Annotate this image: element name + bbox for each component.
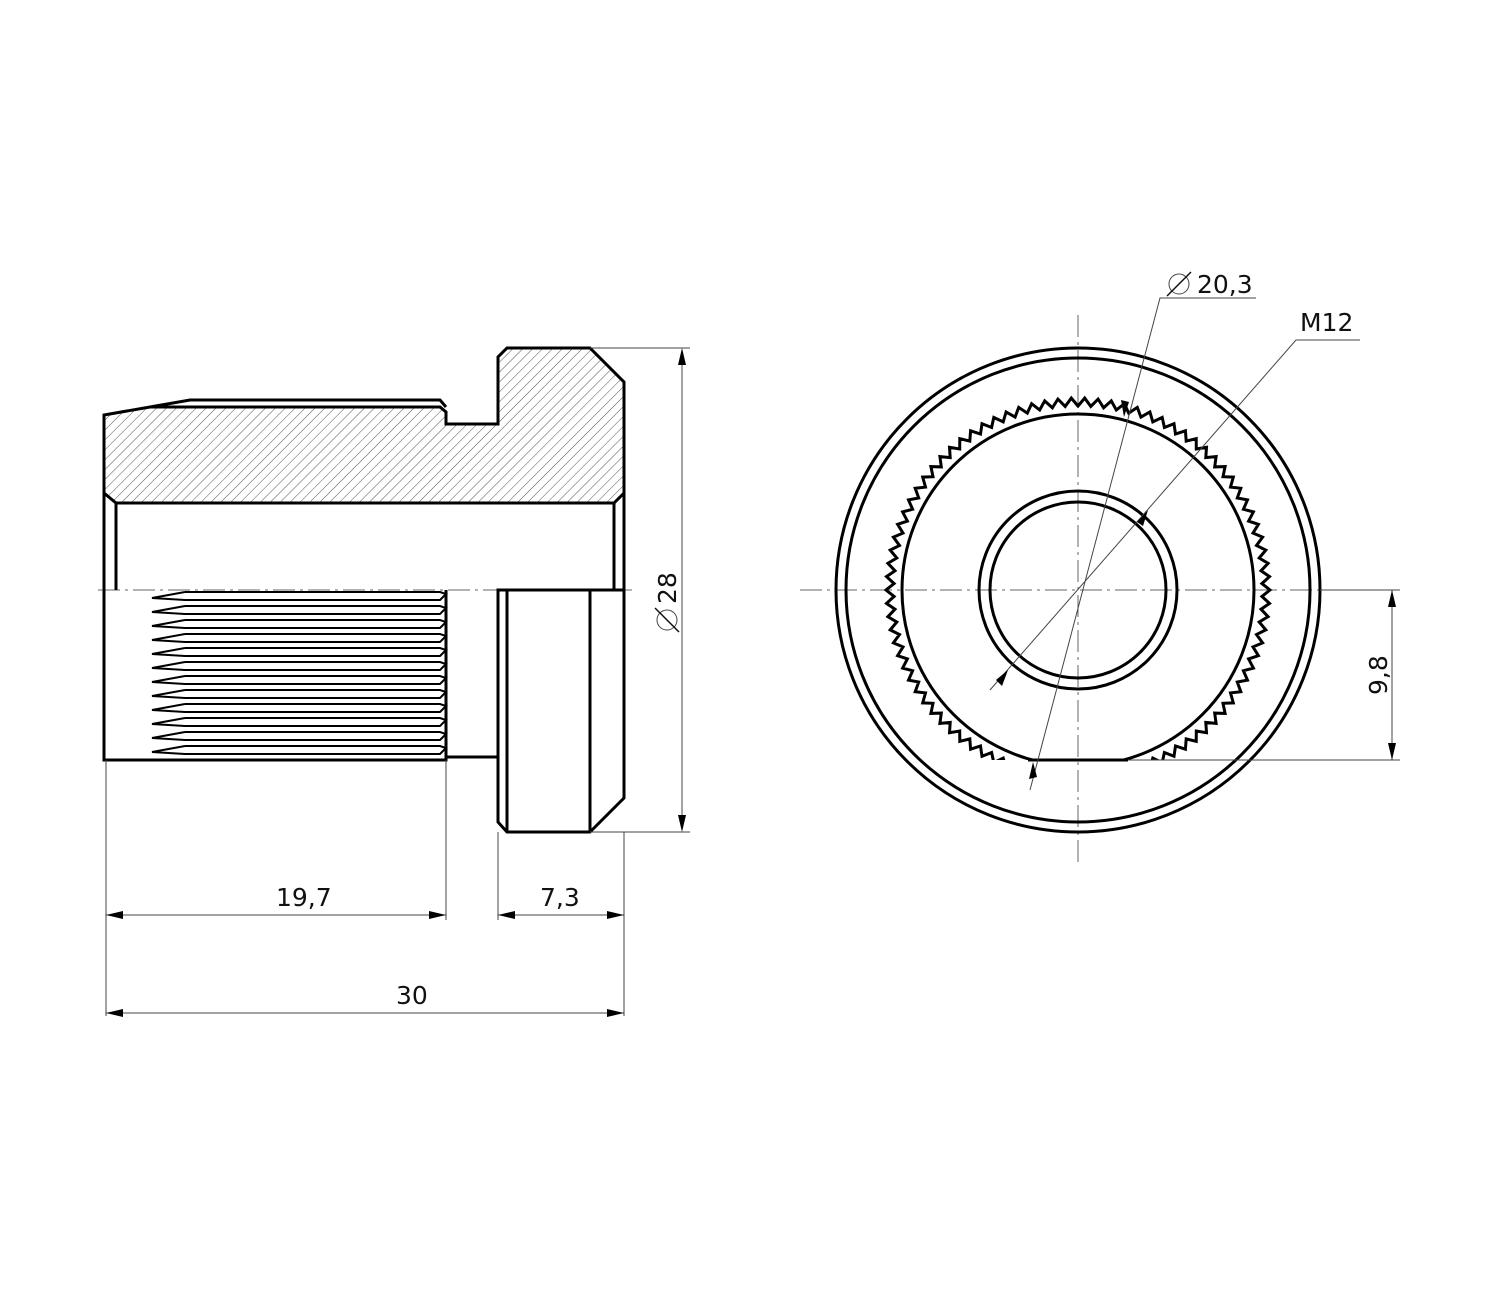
thread-tooth	[151, 605, 448, 615]
knurl-teeth	[151, 591, 448, 755]
dim-label-30: 30	[396, 981, 428, 1010]
dim-label-19-7: 19,7	[276, 883, 332, 912]
thread-tooth	[151, 591, 448, 601]
thread-tooth	[151, 647, 448, 657]
thread-tooth	[151, 745, 448, 755]
dim-label-diameter-20-3: 20,3	[1197, 270, 1253, 299]
diameter-symbol-icon	[1168, 273, 1190, 295]
outer-knurl-edge	[149, 398, 448, 409]
thread-tooth	[151, 675, 448, 685]
thread-tooth	[151, 689, 448, 699]
hatched-section	[102, 346, 626, 505]
dim-label-m12: M12	[1300, 308, 1353, 337]
thread-tooth	[151, 731, 448, 741]
thread-tooth	[151, 661, 448, 671]
thread-tooth	[151, 619, 448, 629]
diameter-symbol-icon	[656, 609, 678, 631]
knurl-profile	[883, 395, 1273, 760]
thread-bore-circle	[988, 500, 1168, 680]
thread-tooth	[151, 633, 448, 643]
dim-label-9-8: 9,8	[1364, 655, 1393, 695]
thread-outer-circle	[977, 489, 1179, 691]
dim-label-7-3: 7,3	[540, 883, 580, 912]
dim-label-diameter-28: 28	[653, 572, 682, 604]
thread-tooth	[151, 703, 448, 713]
side-section-view: 28 19,7 7,3 30	[98, 346, 690, 1017]
flange	[496, 588, 626, 834]
front-view: 20,3 M12 9,8	[800, 270, 1400, 865]
knurled-body	[102, 590, 448, 762]
thread-tooth	[151, 717, 448, 727]
